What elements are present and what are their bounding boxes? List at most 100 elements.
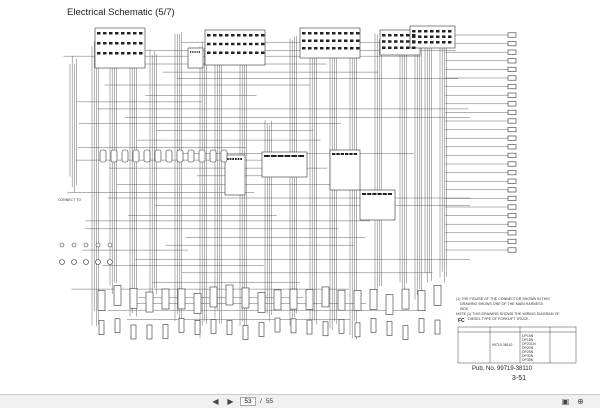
- schematic-rect: [274, 317, 281, 333]
- schematic-rect: [162, 324, 169, 339]
- schematic-rect: [388, 34, 392, 37]
- schematic-rect: [261, 34, 265, 37]
- schematic-rect: [219, 51, 223, 54]
- schematic-rect: [338, 319, 345, 334]
- fit-page-button[interactable]: ▣: [560, 396, 571, 407]
- schematic-rect: [145, 291, 154, 313]
- schematic-rect: [249, 51, 253, 54]
- schematic-rect: [94, 27, 146, 69]
- schematic-rect: [289, 288, 298, 310]
- schematic-rect: [326, 39, 330, 42]
- schematic-rect: [320, 47, 324, 50]
- schematic-rect: [129, 287, 138, 309]
- schematic-rect: [329, 149, 361, 191]
- schematic-rect: [103, 32, 107, 35]
- schematic-rect: [127, 52, 131, 55]
- schematic-rect: [110, 149, 118, 163]
- schematic-circle: [83, 242, 89, 248]
- schematic-rect: [255, 42, 259, 46]
- schematic-rect: [448, 35, 452, 38]
- schematic-rect: [114, 318, 121, 334]
- schematic-rect: [382, 46, 386, 49]
- note-line-3: SIDE.: [460, 307, 470, 311]
- schematic-rect: [387, 193, 392, 195]
- schematic-rect: [507, 58, 517, 64]
- schematic-rect: [235, 158, 237, 160]
- schematic-rect: [302, 39, 306, 42]
- schematic-rect: [213, 34, 217, 37]
- schematic-rect: [436, 35, 440, 38]
- fit-page-icon: ▣: [561, 397, 570, 406]
- schematic-rect: [507, 66, 517, 72]
- schematic-rect: [255, 51, 259, 54]
- schematic-rect: [121, 42, 125, 45]
- schematic-rect: [507, 118, 517, 124]
- schematic-rect: [507, 204, 517, 210]
- schematic-rect: [225, 34, 229, 37]
- schematic-rect: [209, 149, 217, 163]
- schematic-rect: [237, 51, 241, 54]
- schematic-rect: [264, 155, 270, 157]
- schematic-rect: [161, 288, 170, 310]
- schematic-rect: [98, 320, 105, 335]
- schematic-rect: [277, 155, 284, 157]
- total-pages: 55: [265, 398, 274, 405]
- schematic-rect: [430, 41, 434, 44]
- schematic-rect: [199, 51, 200, 53]
- schematic-rect: [314, 47, 318, 50]
- schematic-rect: [191, 51, 193, 53]
- schematic-rect: [350, 47, 354, 50]
- schematic-rect: [507, 213, 517, 219]
- schematic-rect: [377, 193, 382, 195]
- schematic-rect: [388, 46, 392, 49]
- document-page: Electrical Schematic (5/7) (1) THE FIGUR…: [58, 7, 577, 382]
- schematic-rect: [507, 152, 517, 158]
- schematic-rect: [302, 47, 306, 50]
- schematic-rect: [261, 51, 265, 54]
- schematic-rect: [507, 195, 517, 201]
- schematic-rect: [400, 34, 404, 37]
- note-line-4: NOTE (1) THIS DRAWING SHOWS THE WIRING D…: [456, 312, 560, 316]
- schematic-rect: [507, 109, 517, 115]
- schematic-rect: [344, 47, 348, 50]
- zoom-button[interactable]: ⊕: [575, 396, 586, 407]
- schematic-rect: [143, 149, 151, 163]
- previous-page-button[interactable]: ◀: [210, 396, 221, 407]
- schematic-rect: [367, 193, 372, 195]
- schematic-rect: [418, 318, 425, 333]
- triangle-right-icon: ▶: [227, 397, 234, 406]
- schematic-rect: [139, 42, 143, 45]
- schematic-rect: [258, 322, 265, 337]
- schematic-rect: [227, 158, 229, 160]
- schematic-rect: [243, 51, 247, 54]
- spec-code: DP20N: [522, 346, 534, 350]
- schematic-rect: [344, 39, 348, 42]
- schematic-circle: [83, 259, 89, 265]
- schematic-rect: [232, 158, 234, 160]
- schematic-rect: [433, 285, 442, 306]
- schematic-rect: [314, 39, 318, 42]
- schematic-rect: [197, 51, 199, 53]
- schematic-rect: [130, 324, 137, 340]
- schematic-rect: [109, 32, 113, 35]
- schematic-rect: [507, 170, 517, 176]
- schematic-rect: [109, 52, 113, 55]
- schematic-rect: [401, 288, 410, 310]
- fc-label: FC: [458, 318, 465, 324]
- schematic-rect: [190, 51, 191, 53]
- next-page-button[interactable]: ▶: [225, 396, 236, 407]
- schematic-rect: [113, 285, 122, 306]
- schematic-rect: [382, 193, 387, 195]
- schematic-rect: [290, 318, 297, 334]
- schematic-rect: [210, 319, 217, 334]
- page-number-input[interactable]: [240, 397, 256, 406]
- connect-label: CONNECT TO: [58, 198, 81, 202]
- schematic-rect: [308, 47, 312, 50]
- schematic-rect: [298, 155, 304, 157]
- viewer-toolbar: ◀ ▶ / 55 ▣ ⊕: [0, 394, 600, 408]
- triangle-left-icon: ◀: [212, 397, 219, 406]
- schematic-rect: [146, 324, 153, 340]
- schematic-rect: [338, 47, 342, 50]
- schematic-rect: [412, 41, 416, 44]
- schematic-rect: [240, 158, 242, 160]
